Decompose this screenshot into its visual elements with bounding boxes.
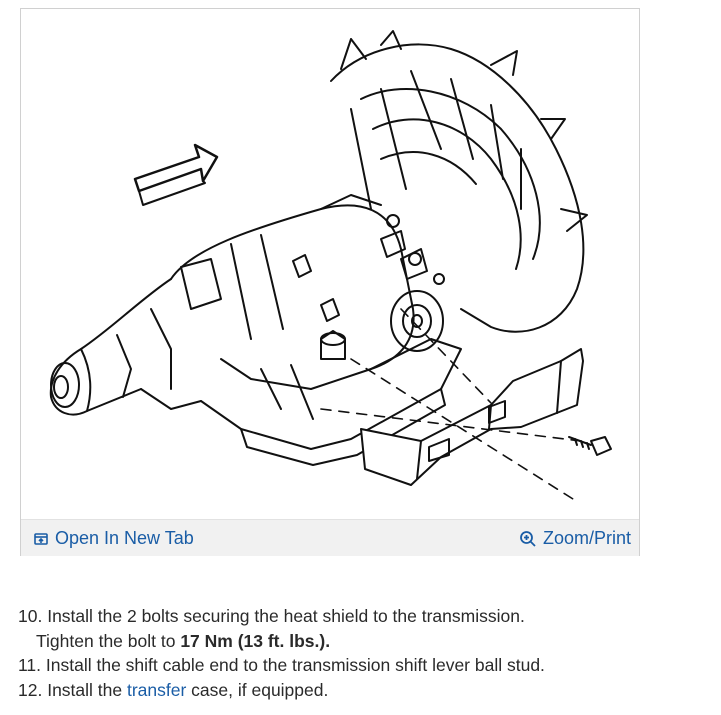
step-11: 11. Install the shift cable end to the t…: [18, 653, 708, 678]
step-text: Install the 2 bolts securing the heat sh…: [47, 606, 525, 626]
torque-value: 17 Nm (13 ft. lbs.).: [180, 630, 331, 651]
step-prefix: Install the: [47, 679, 127, 700]
heat-shield: [360, 348, 584, 486]
transmission-case: [170, 194, 445, 370]
instruction-steps: 10. Install the 2 bolts securing the hea…: [18, 604, 708, 702]
tail-housing: [49, 278, 202, 416]
open-new-tab-icon: [33, 531, 49, 547]
step-10-sub: Tighten the bolt to 17 Nm (13 ft. lbs.).: [18, 629, 708, 654]
step-12: 12. Install the transfer case, if equipp…: [18, 678, 708, 703]
zoom-print-link[interactable]: Zoom/Print: [519, 528, 631, 549]
install-guide-lines: [320, 308, 582, 500]
figure-card: Open In New Tab Zoom/Print: [20, 8, 640, 556]
step-suffix: case, if equipped.: [186, 679, 329, 700]
open-new-tab-link[interactable]: Open In New Tab: [33, 528, 194, 549]
step-number: 10.: [18, 606, 43, 626]
open-new-tab-label: Open In New Tab: [55, 528, 194, 548]
step-10: 10. Install the 2 bolts securing the hea…: [18, 604, 708, 629]
zoom-icon: [519, 530, 537, 548]
transmission-diagram: [49, 30, 612, 500]
bell-housing: [330, 30, 588, 333]
step-number: 11.: [18, 655, 42, 675]
transfer-link[interactable]: transfer: [126, 679, 187, 700]
step-number: 12.: [18, 679, 43, 700]
front-arrow-icon: [133, 143, 219, 206]
mount-disc: [390, 290, 444, 352]
figure-toolbar: Open In New Tab Zoom/Print: [21, 519, 639, 556]
step-text: Install the shift cable end to the trans…: [45, 655, 545, 675]
bolt-icon: [568, 436, 612, 456]
step-sub-text: Tighten the bolt to: [36, 630, 181, 651]
zoom-print-label: Zoom/Print: [542, 528, 631, 548]
oil-pan: [200, 330, 462, 466]
